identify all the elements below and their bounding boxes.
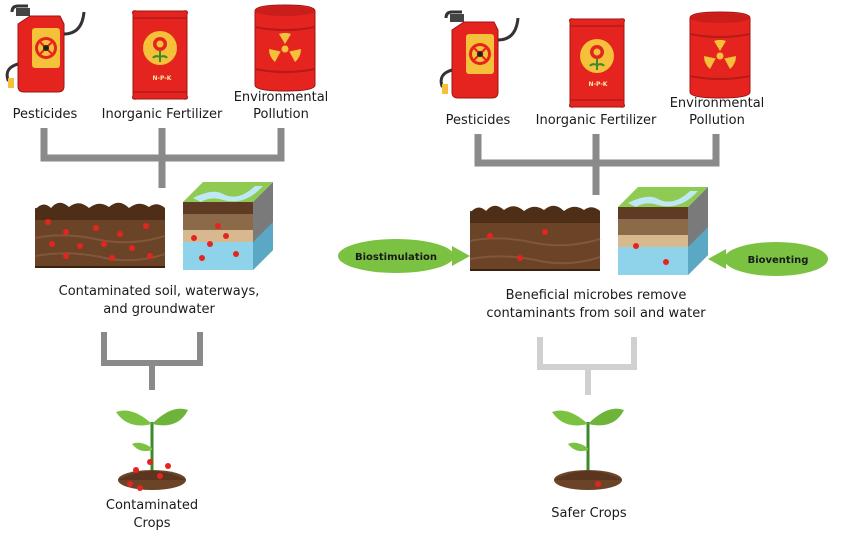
- right-panel: N-P-K Pesticides Inorganic Fertilizer En…: [338, 10, 828, 521]
- bioventing-text: Bioventing: [748, 255, 809, 266]
- crops-line2: Crops: [133, 516, 170, 531]
- result-line2: contaminants from soil and water: [486, 306, 706, 321]
- soil-contaminants: [45, 219, 153, 261]
- radioactive-barrel-icon: [690, 12, 750, 98]
- source-pollution-line1: Environmental: [670, 96, 765, 111]
- water-contaminants: [191, 223, 239, 261]
- biostimulation-label: Biostimulation: [338, 239, 470, 273]
- result-line1: Contaminated soil, waterways,: [59, 284, 260, 299]
- crop-contaminant: [595, 481, 601, 487]
- soil-contaminants: [487, 229, 548, 261]
- seedling-icon: [114, 407, 190, 492]
- result-line2: and groundwater: [103, 302, 215, 317]
- crops-line1: Contaminated: [106, 498, 198, 513]
- crops-line1: Safer Crops: [551, 506, 627, 521]
- water-contaminants: [633, 243, 669, 265]
- source-pesticides: Pesticides: [13, 107, 78, 122]
- lower-bracket: [537, 337, 637, 395]
- bag-label: N-P-K: [153, 75, 172, 82]
- result-line1: Beneficial microbes remove: [506, 288, 687, 303]
- source-fertilizer: Inorganic Fertilizer: [102, 107, 223, 122]
- lower-bracket: [101, 332, 203, 390]
- biostimulation-text: Biostimulation: [355, 252, 437, 263]
- fertilizer-bag-icon: [131, 9, 189, 101]
- groundwater-block-icon: [183, 182, 273, 270]
- merge-bracket: [474, 134, 720, 195]
- sprayer-icon: [5, 4, 86, 94]
- source-pollution-line2: Pollution: [253, 107, 309, 122]
- fertilizer-bag-icon: [568, 17, 626, 109]
- bioventing-label: Bioventing: [708, 242, 828, 276]
- merge-bracket: [40, 128, 285, 188]
- sprayer-icon: [439, 10, 520, 100]
- source-pesticides: Pesticides: [446, 113, 511, 128]
- source-fertilizer: Inorganic Fertilizer: [536, 113, 657, 128]
- seedling-icon: [550, 407, 626, 492]
- crop-contaminants: [127, 459, 171, 491]
- bag-label: N-P-K: [589, 81, 608, 88]
- soil-block-icon: [34, 201, 166, 269]
- source-pollution-line2: Pollution: [689, 113, 745, 128]
- radioactive-barrel-icon: [255, 5, 315, 91]
- source-pollution-line1: Environmental: [234, 90, 329, 105]
- groundwater-block-icon: [618, 187, 708, 275]
- left-panel: N-P-K Pesticides Inorganic Fertilizer En…: [5, 4, 329, 531]
